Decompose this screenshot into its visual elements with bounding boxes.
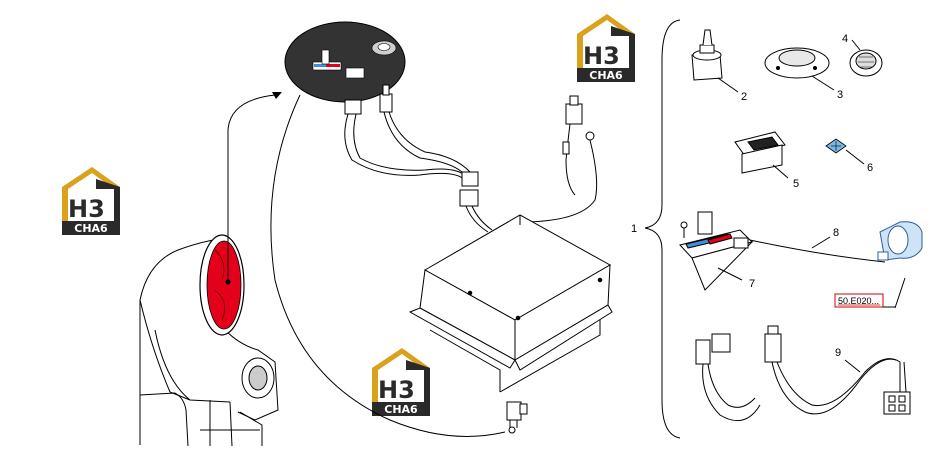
watermark-subtext: CHA6 xyxy=(384,403,418,416)
watermark-letters: H3 xyxy=(378,376,415,404)
watermark-logo-left: H3 CHA6 xyxy=(62,167,120,235)
part-toggle-switch xyxy=(691,29,739,93)
catalog-bracket xyxy=(644,19,681,439)
callout-2: 2 xyxy=(741,91,747,103)
callout-1: 1 xyxy=(631,223,637,235)
callout-9: 9 xyxy=(835,347,841,359)
callout-3: 3 xyxy=(837,89,843,101)
watermark-letters: H3 xyxy=(68,195,105,223)
control-panel-plate xyxy=(284,21,406,103)
callout-4: 4 xyxy=(842,33,848,45)
part-slider-switch xyxy=(679,211,754,291)
reference-link[interactable]: 50.E020... xyxy=(834,293,895,308)
part-knob xyxy=(849,39,883,77)
watermark-subtext: CHA6 xyxy=(589,69,623,82)
watermark-logo-bottom: H3 CHA6 xyxy=(372,348,430,416)
arrow-head xyxy=(272,92,282,99)
connector-small-bottom xyxy=(506,401,528,434)
control-box xyxy=(408,214,613,393)
leader-arc-panel-to-connector xyxy=(270,94,506,437)
callout-5: 5 xyxy=(793,178,799,190)
part-lamp-cable xyxy=(749,221,923,309)
watermark-letters: H3 xyxy=(583,42,620,70)
panel-wiring-harness xyxy=(344,84,493,233)
part-small-connector xyxy=(825,138,865,165)
callout-7: 7 xyxy=(749,278,755,290)
reference-link-text: 50.E020... xyxy=(838,296,879,306)
leader-lamp-to-panel xyxy=(227,94,276,282)
remote-switch-cable xyxy=(519,95,598,223)
part-round-cover xyxy=(764,47,835,91)
callout-8: 8 xyxy=(833,227,839,239)
panel-slider-switch xyxy=(312,49,342,71)
watermark-subtext: CHA6 xyxy=(74,222,108,235)
panel-rocker-switch xyxy=(345,67,365,79)
callout-6: 6 xyxy=(867,162,873,174)
watermark-logo-top: H3 CHA6 xyxy=(577,14,635,82)
beacon-lamp xyxy=(199,234,245,336)
part-rocker-switch xyxy=(734,131,789,179)
part-wiring-harness xyxy=(695,325,911,422)
